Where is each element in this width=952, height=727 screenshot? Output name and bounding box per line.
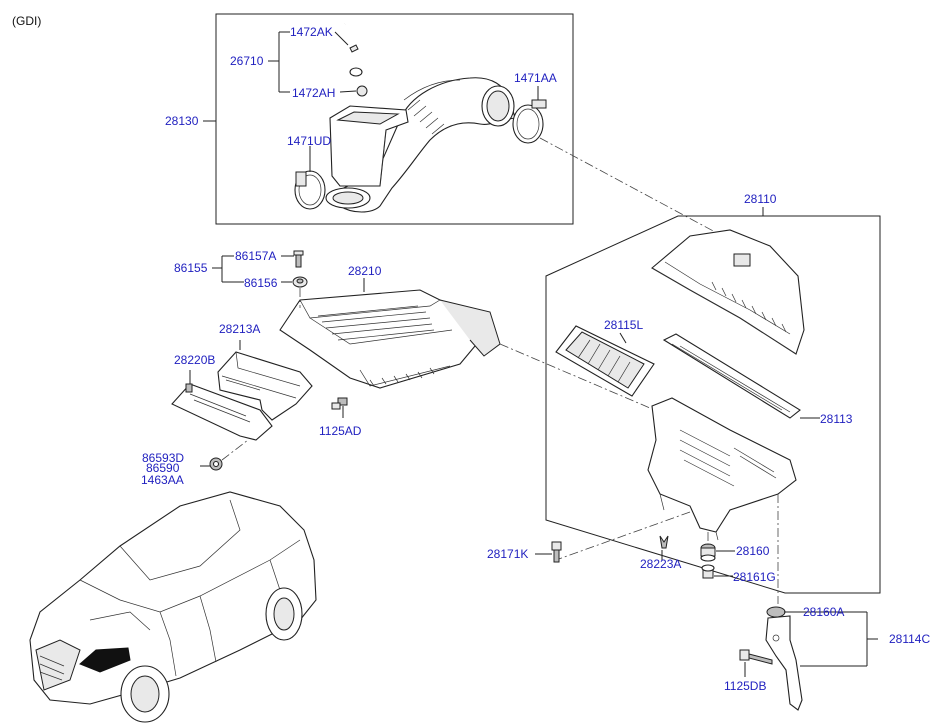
bracket-28213A — [217, 351, 313, 421]
label-1471AA[interactable]: 1471AA — [514, 71, 557, 85]
grommet-28160 — [700, 543, 716, 562]
label-28115L[interactable]: 28115L — [604, 318, 643, 332]
label-28160A[interactable]: 28160A — [803, 605, 844, 619]
label-1472AH[interactable]: 1472AH — [292, 86, 335, 100]
label-86157A[interactable]: 86157A — [235, 249, 276, 263]
screw-86157A — [293, 250, 304, 268]
breather-hose-26710 — [343, 18, 374, 97]
air-cleaner-cover — [651, 229, 805, 355]
label-28213A[interactable]: 28213A — [219, 322, 260, 336]
hose-clamp-1471AA — [512, 99, 547, 144]
label-1125DB[interactable]: 1125DB — [724, 679, 766, 693]
hose-clamp-1471UD — [294, 170, 326, 210]
bolt-28171K — [551, 541, 562, 563]
air-cleaner-lower-case — [647, 397, 797, 541]
bolt-1125DB — [739, 649, 773, 665]
bracket-28114C — [765, 606, 803, 711]
label-86156[interactable]: 86156 — [244, 276, 278, 290]
label-1472AK[interactable]: 1472AK — [290, 25, 333, 39]
bolt-1125AD — [331, 397, 348, 410]
label-28130[interactable]: 28130 — [165, 114, 199, 128]
label-28171K[interactable]: 28171K — [487, 547, 528, 561]
filter-element-28113 — [662, 333, 801, 419]
air-cleaner-assy-28210 — [279, 289, 501, 389]
label-28161G[interactable]: 28161G — [733, 570, 776, 584]
label-1471UD[interactable]: 1471UD — [287, 134, 331, 148]
label-1463AA[interactable]: 1463AA — [141, 473, 184, 487]
label-28210[interactable]: 28210 — [348, 264, 382, 278]
intake-duct-28130 — [325, 77, 516, 213]
label-28113[interactable]: 28113 — [820, 412, 853, 426]
label-28114C[interactable]: 28114C — [889, 632, 930, 646]
group-box-28110 — [545, 215, 881, 594]
label-26710[interactable]: 26710 — [230, 54, 264, 68]
label-86590[interactable]: 86590 — [146, 461, 180, 475]
label-28110[interactable]: 28110 — [744, 192, 777, 206]
grommet-86156 — [292, 276, 308, 288]
label-28223A[interactable]: 28223A — [640, 557, 681, 571]
label-86155[interactable]: 86155 — [174, 261, 208, 275]
screen-28115L — [555, 325, 655, 397]
bolt-28223A — [659, 535, 669, 549]
label-28220B[interactable]: 28220B — [174, 353, 215, 367]
label-1125AD[interactable]: 1125AD — [319, 424, 362, 438]
clip-86590 — [209, 457, 223, 471]
label-28160[interactable]: 28160 — [736, 544, 770, 558]
label-86593D[interactable]: 86593D — [142, 451, 184, 465]
vehicle-illustration — [29, 491, 317, 723]
group-box-28130 — [215, 13, 574, 225]
variant-label: (GDI) — [12, 14, 41, 28]
collar-28161G — [701, 564, 715, 579]
